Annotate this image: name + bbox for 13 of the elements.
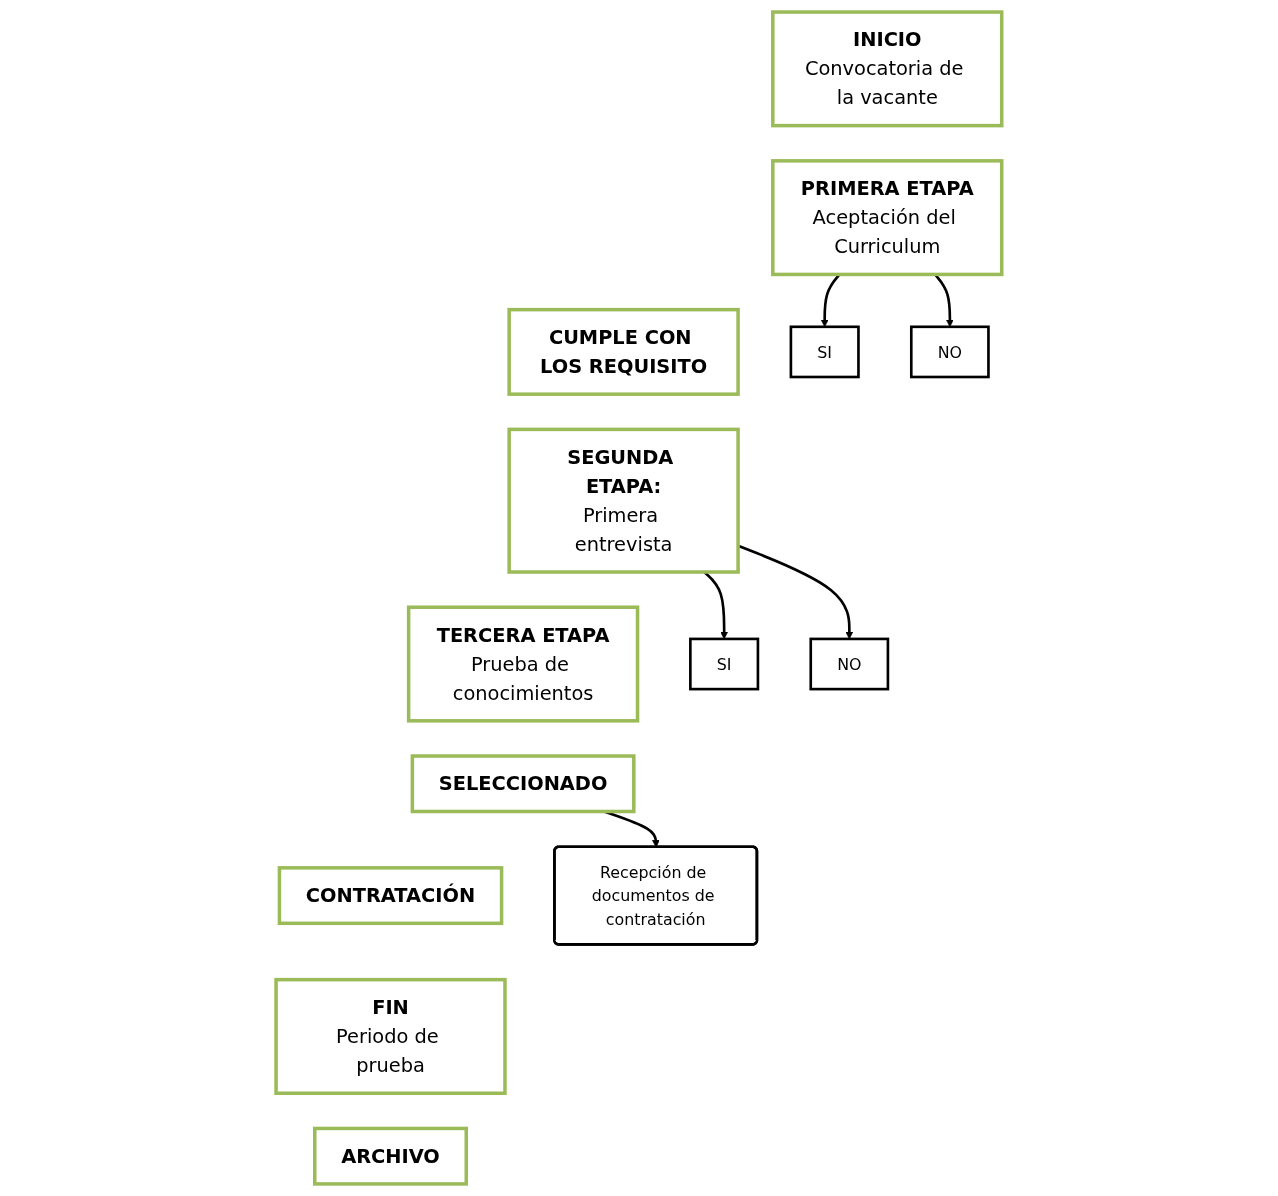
node-box: CONTRATACIÓN	[277, 866, 504, 926]
node-box: SELECCIONADO	[410, 754, 636, 814]
node-box: SI	[789, 325, 860, 379]
node-box: TERCERA ETAPA Prueba de conocimientos	[406, 605, 640, 723]
node-box: SI	[689, 637, 760, 691]
node-box: NO	[809, 637, 890, 691]
node-box: ARCHIVO	[313, 1126, 469, 1186]
node-box: INICIO Convocatoria de la vacante	[771, 10, 1004, 128]
node-box: NO	[910, 325, 990, 379]
node-box: CUMPLE CON LOS REQUISITO	[507, 307, 740, 396]
node-box: PRIMERA ETAPA Aceptación del Curriculum	[771, 159, 1004, 277]
node-box: FIN Periodo de prueba	[274, 977, 507, 1095]
node-box: SEGUNDA ETAPA: Primera entrevista	[507, 427, 740, 574]
